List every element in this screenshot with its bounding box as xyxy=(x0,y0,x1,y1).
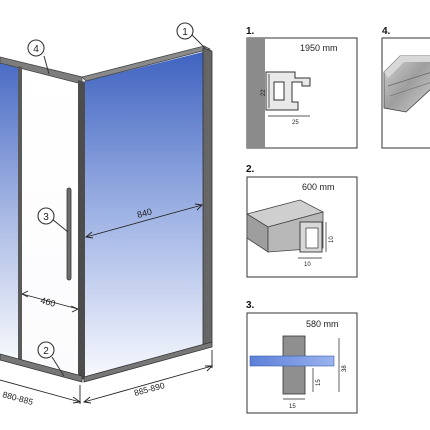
wall-profile xyxy=(202,47,213,347)
door-handle xyxy=(66,187,72,281)
detail-2-length: 600 mm xyxy=(302,182,335,192)
dim-label-840: 840 xyxy=(136,206,153,220)
detail-1-length: 1950 mm xyxy=(300,43,338,53)
callout-4: 4 xyxy=(27,39,45,57)
detail-1-profile xyxy=(265,71,311,111)
detail-3-height: 38 xyxy=(342,365,348,372)
detail-2-number: 2. xyxy=(246,164,255,175)
svg-text:2: 2 xyxy=(43,346,49,357)
svg-text:3: 3 xyxy=(43,212,49,223)
callout-2: 2 xyxy=(37,341,55,359)
detail-4-number: 4. xyxy=(382,26,391,37)
svg-text:4: 4 xyxy=(33,44,39,55)
detail-3-number: 3. xyxy=(246,300,255,311)
dim-label-460: 460 xyxy=(39,295,56,309)
callout-3: 3 xyxy=(37,207,55,225)
dim-label-880-885: 880-885 xyxy=(1,389,34,407)
detail-1: 1. 1950 mm 22 25 xyxy=(246,26,358,149)
detail-3-width: 15 xyxy=(289,404,296,410)
detail-1-wall xyxy=(247,38,265,148)
detail-2-height: 10 xyxy=(329,236,335,243)
detail-1-number: 1. xyxy=(246,26,255,37)
left-fixed-glass-panel xyxy=(0,63,20,358)
detail-1-width: 25 xyxy=(292,120,299,126)
top-rail-side xyxy=(81,45,212,82)
detail-3-length: 580 mm xyxy=(306,319,339,329)
detail-4: 4. xyxy=(381,26,430,149)
detail-2-width: 10 xyxy=(304,262,311,268)
detail-3-height-2: 15 xyxy=(316,379,322,386)
corner-profile xyxy=(78,80,85,380)
detail-3: 3. 580 mm 38 15 15 xyxy=(246,300,358,414)
bottom-rail-front xyxy=(0,353,83,383)
callout-1: 1 xyxy=(176,22,194,40)
main-dimensions xyxy=(0,203,214,404)
bottom-rail-side xyxy=(83,341,213,383)
enclosure-drawing xyxy=(0,45,213,383)
callouts: 1 4 3 2 xyxy=(27,22,206,377)
side-glass-panel xyxy=(82,52,203,378)
detail-1-height: 22 xyxy=(261,89,267,96)
svg-text:1: 1 xyxy=(182,27,188,38)
door-left-profile xyxy=(18,66,22,361)
detail-2: 2. 600 mm 10 10 xyxy=(245,164,358,278)
detail-3-glass-section xyxy=(249,355,335,367)
dim-label-885-890: 885-890 xyxy=(133,380,166,398)
detail-1-frame xyxy=(246,37,358,149)
